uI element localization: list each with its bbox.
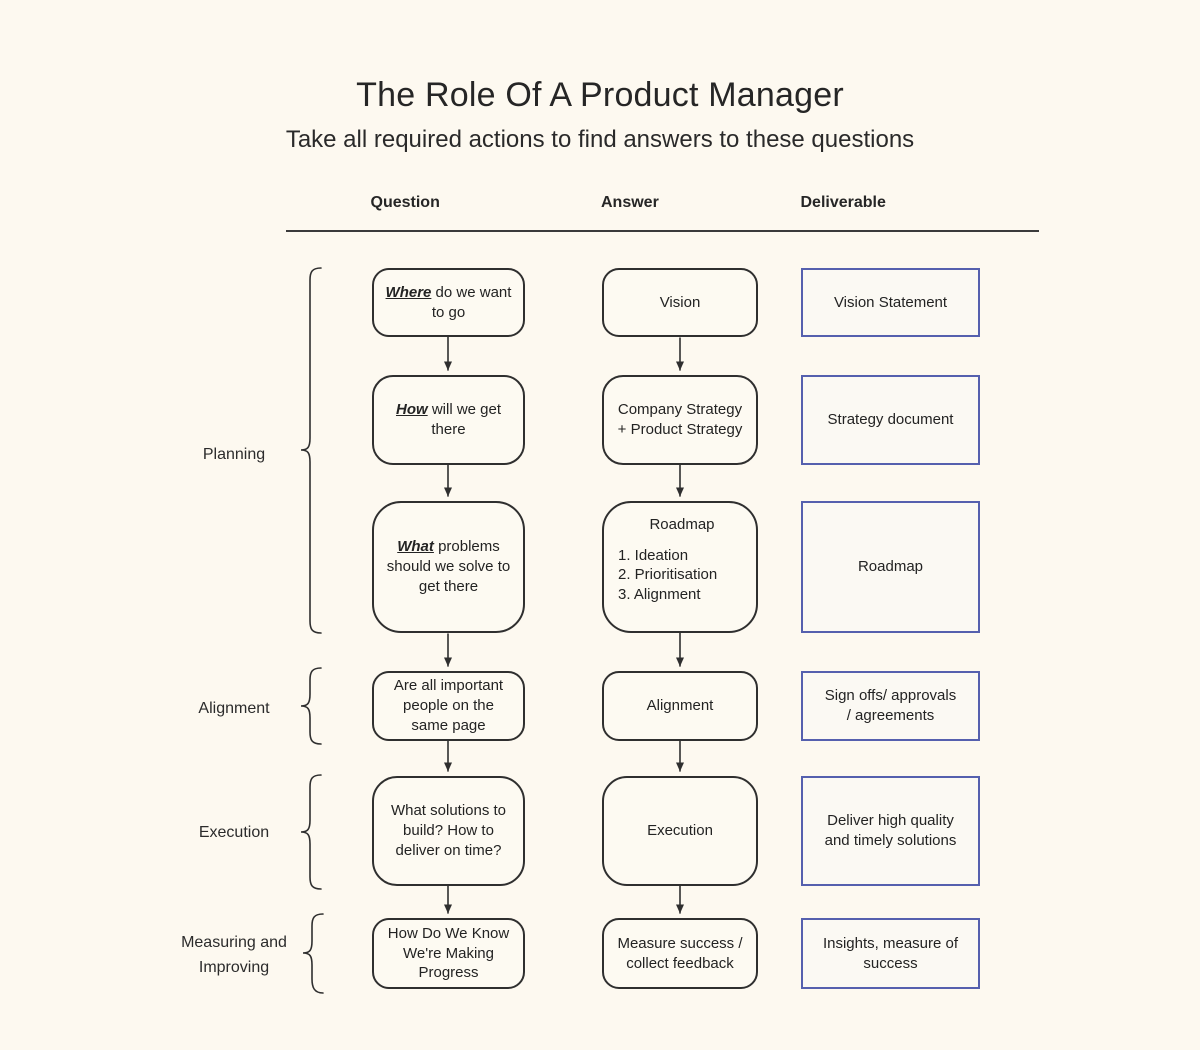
deliverable-text: Vision Statement — [833, 293, 948, 311]
answer-box-vision: Vision — [602, 268, 758, 337]
question-text: What problems should we solve to get the… — [386, 538, 511, 595]
question-box-progress: How Do We Know We're Making Progress — [372, 918, 525, 989]
roadmap-item: 1. Ideation — [618, 546, 689, 564]
answer-text: Measure success / collect feedback — [617, 934, 743, 972]
column-header-question: Question — [370, 194, 440, 211]
column-header-deliverable: Deliverable — [800, 194, 886, 211]
question-emphasis: What — [397, 538, 434, 556]
question-text: How Do We Know We're Making Progress — [387, 924, 510, 982]
deliverable-text: Sign offs/ approvals / agreements — [824, 687, 957, 724]
answer-text: Vision — [659, 293, 701, 311]
answer-text: Execution — [647, 822, 713, 840]
answer-box-strategy: Company Strategy + Product Strategy — [602, 375, 758, 465]
deliverable-box-strategy-document: Strategy document — [801, 375, 980, 465]
answer-box-measure-success: Measure success / collect feedback — [602, 918, 758, 989]
answer-text: Alignment — [646, 697, 714, 715]
deliverable-box-roadmap: Roadmap — [801, 501, 980, 633]
page-subtitle: Take all required actions to find answer… — [285, 126, 915, 153]
roadmap-item: 2. Prioritisation — [618, 566, 718, 584]
answer-text: Company Strategy + Product Strategy — [617, 401, 743, 438]
deliverable-box-vision-statement: Vision Statement — [801, 268, 980, 337]
roadmap-item: 3. Alignment — [618, 585, 701, 603]
column-header-answer: Answer — [601, 194, 659, 211]
question-box-where: Where do we want to go — [372, 268, 525, 337]
header-divider — [286, 230, 1039, 232]
question-box-what: What problems should we solve to get the… — [372, 501, 525, 633]
roadmap-list: 1. Ideation 2. Prioritisation 3. Alignme… — [618, 546, 746, 605]
group-label-execution: Execution — [198, 824, 270, 841]
question-text: How will we get there — [395, 401, 502, 438]
deliverable-text: Roadmap — [857, 558, 924, 576]
group-label-measuring-improving: Measuring and Improving — [181, 934, 287, 976]
question-box-same-page: Are all important people on the same pag… — [372, 671, 525, 741]
question-text: Where do we want to go — [385, 283, 512, 321]
answer-box-execution: Execution — [602, 776, 758, 886]
roadmap-title: Roadmap — [649, 516, 715, 533]
group-label-planning: Planning — [202, 446, 266, 463]
question-emphasis: How — [395, 401, 428, 419]
deliverable-text: Strategy document — [827, 411, 954, 429]
answer-box-roadmap: Roadmap 1. Ideation 2. Prioritisation 3.… — [602, 501, 758, 633]
question-box-solutions: What solutions to build? How to deliver … — [372, 776, 525, 886]
answer-box-alignment: Alignment — [602, 671, 758, 741]
question-text: Are all important people on the same pag… — [393, 677, 504, 734]
deliverable-box-deliver-quality: Deliver high quality and timely solution… — [801, 776, 980, 886]
deliverable-box-insights: Insights, measure of success — [801, 918, 980, 989]
page-title: The Role Of A Product Manager — [356, 76, 844, 114]
deliverable-text: Deliver high quality and timely solution… — [824, 812, 957, 849]
deliverable-box-sign-offs: Sign offs/ approvals / agreements — [801, 671, 980, 741]
deliverable-text: Insights, measure of success — [822, 934, 959, 972]
question-emphasis: Where — [385, 283, 432, 301]
group-label-alignment: Alignment — [198, 700, 270, 717]
question-text: What solutions to build? How to deliver … — [390, 802, 507, 859]
question-box-how: How will we get there — [372, 375, 525, 465]
